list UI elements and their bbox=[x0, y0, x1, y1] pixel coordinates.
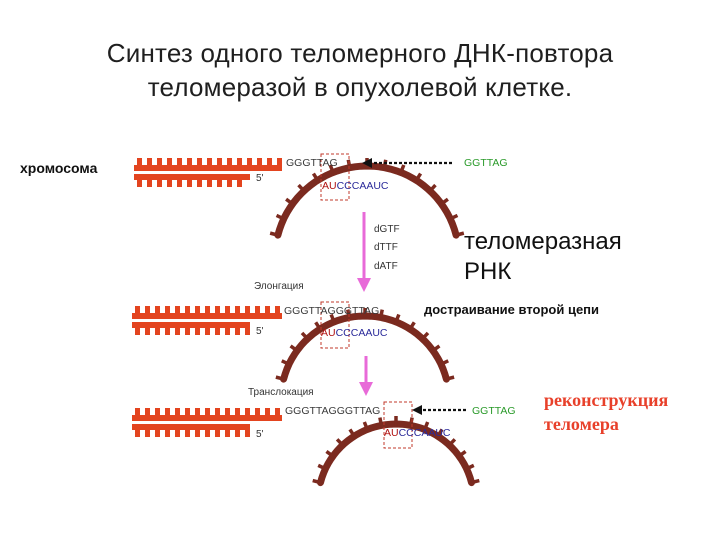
telomerase-rna-label-line-1: теломеразная bbox=[464, 228, 622, 255]
dna-top-strand-3 bbox=[132, 408, 282, 421]
telomerase-enzyme-2 bbox=[275, 308, 455, 383]
template-box-2 bbox=[320, 301, 350, 349]
rna-template-3-red: AU bbox=[384, 427, 399, 439]
incoming-arrow-3 bbox=[412, 405, 466, 415]
dna-top-strand-1 bbox=[134, 158, 282, 171]
second-strand-note: достраивание второй цепи bbox=[424, 302, 600, 317]
translocation-arrow bbox=[359, 356, 373, 396]
elongation-arrow bbox=[357, 212, 371, 292]
dna-sequence-2: GGGTTAGGGTTAG bbox=[284, 305, 380, 317]
rna-template-2-red: AU bbox=[321, 327, 336, 339]
five-prime-label-3: 5' bbox=[256, 429, 264, 440]
rna-template-2: AUCCCAAUC bbox=[321, 327, 388, 339]
nucleotide-3: dATF bbox=[374, 261, 398, 272]
translocation-label: Транслокация bbox=[248, 387, 314, 398]
dna-strands bbox=[132, 158, 282, 437]
dna-bottom-strand-3 bbox=[132, 424, 250, 437]
dna-top-strand-2 bbox=[132, 306, 282, 319]
title-line-1: Синтез одного теломерного ДНК-повтора bbox=[106, 38, 614, 68]
incoming-repeat-3: GGTTAG bbox=[472, 405, 516, 417]
dna-sequence-1: GGGTTAG bbox=[286, 157, 338, 169]
dna-bottom-strand-2 bbox=[132, 322, 250, 335]
nucleotide-2: dTTF bbox=[374, 242, 398, 253]
template-boxes bbox=[320, 153, 413, 449]
rna-template-3: AUCCCAAUC bbox=[384, 427, 451, 439]
rna-template-1-rest: CCCAAUC bbox=[336, 180, 389, 192]
dna-sequence-3: GGGTTAGGGTTAG bbox=[285, 405, 381, 417]
reconstruction-label-line-1: реконструкция bbox=[544, 390, 669, 410]
telomerase-enzymes bbox=[269, 158, 480, 487]
chromosome-label: хромосома bbox=[20, 160, 98, 176]
arrows bbox=[357, 158, 466, 415]
rna-template-1: AUCCCAAUC bbox=[322, 180, 389, 192]
template-box-3 bbox=[383, 401, 413, 449]
incoming-arrow-1 bbox=[362, 158, 452, 168]
nucleotide-1: dGTF bbox=[374, 224, 400, 235]
incoming-repeat-1: GGTTAG bbox=[464, 157, 508, 169]
reconstruction-label-line-2: теломера bbox=[544, 414, 619, 434]
rna-template-1-red: AU bbox=[322, 180, 337, 192]
five-prime-label-1: 5' bbox=[256, 173, 264, 184]
telomerase-rna-label-line-2: РНК bbox=[464, 258, 512, 285]
dna-bottom-strand-1 bbox=[134, 174, 250, 187]
elongation-label: Элонгация bbox=[254, 281, 304, 292]
rna-template-2-rest: CCCAAUC bbox=[335, 327, 388, 339]
rna-template-3-rest: CCCAAUC bbox=[398, 427, 451, 439]
telomerase-enzyme-3 bbox=[312, 416, 480, 487]
telomerase-enzyme-1 bbox=[269, 158, 465, 239]
five-prime-label-2: 5' bbox=[256, 326, 264, 337]
template-box-1 bbox=[320, 153, 350, 201]
title-line-2: теломеразой в опухолевой клетке. bbox=[147, 72, 573, 102]
